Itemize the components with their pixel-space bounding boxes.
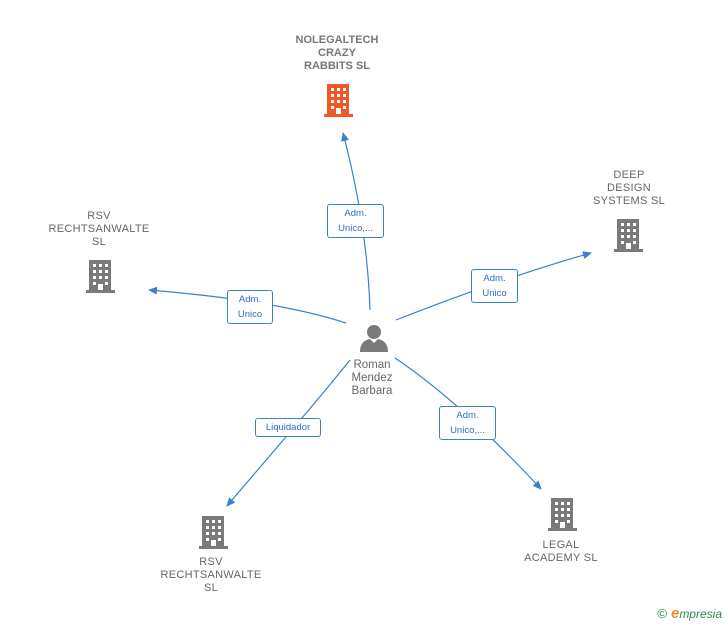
person-icon[interactable]: [360, 325, 388, 352]
edge-label-rsv-top[interactable]: Adm. Unico: [227, 290, 273, 324]
building-icon[interactable]: [199, 516, 228, 549]
building-icon[interactable]: [324, 84, 354, 117]
edge-label-rsv-bottom[interactable]: Liquidador: [255, 418, 321, 437]
brand-logo: ©empresia: [657, 605, 722, 622]
building-icon[interactable]: [86, 260, 115, 293]
company-name-deep-design[interactable]: DEEP DESIGN SYSTEMS SL: [592, 169, 666, 207]
person-name[interactable]: Roman Mendez Barbara: [351, 359, 393, 397]
company-name-legal-academy[interactable]: LEGAL ACADEMY SL: [524, 539, 598, 564]
company-name-rsv-bottom[interactable]: RSV RECHTSANWALTE SL: [160, 556, 262, 594]
company-name-rsv-top[interactable]: RSV RECHTSANWALTE SL: [48, 210, 150, 248]
edge-label-deep-design[interactable]: Adm. Unico: [471, 269, 518, 303]
edge-label-legal-academy[interactable]: Adm. Unico,...: [439, 406, 496, 440]
edge-label-nolegaltech[interactable]: Adm. Unico,...: [327, 204, 384, 238]
company-name-nolegaltech[interactable]: NOLEGALTECH CRAZY RABBITS SL: [295, 34, 379, 72]
empresia-logo-initial: e: [670, 605, 680, 622]
copyright-icon: ©: [657, 606, 667, 621]
building-icon[interactable]: [614, 219, 643, 252]
empresia-logo-text: mpresia: [679, 607, 722, 621]
building-icon[interactable]: [548, 498, 577, 531]
